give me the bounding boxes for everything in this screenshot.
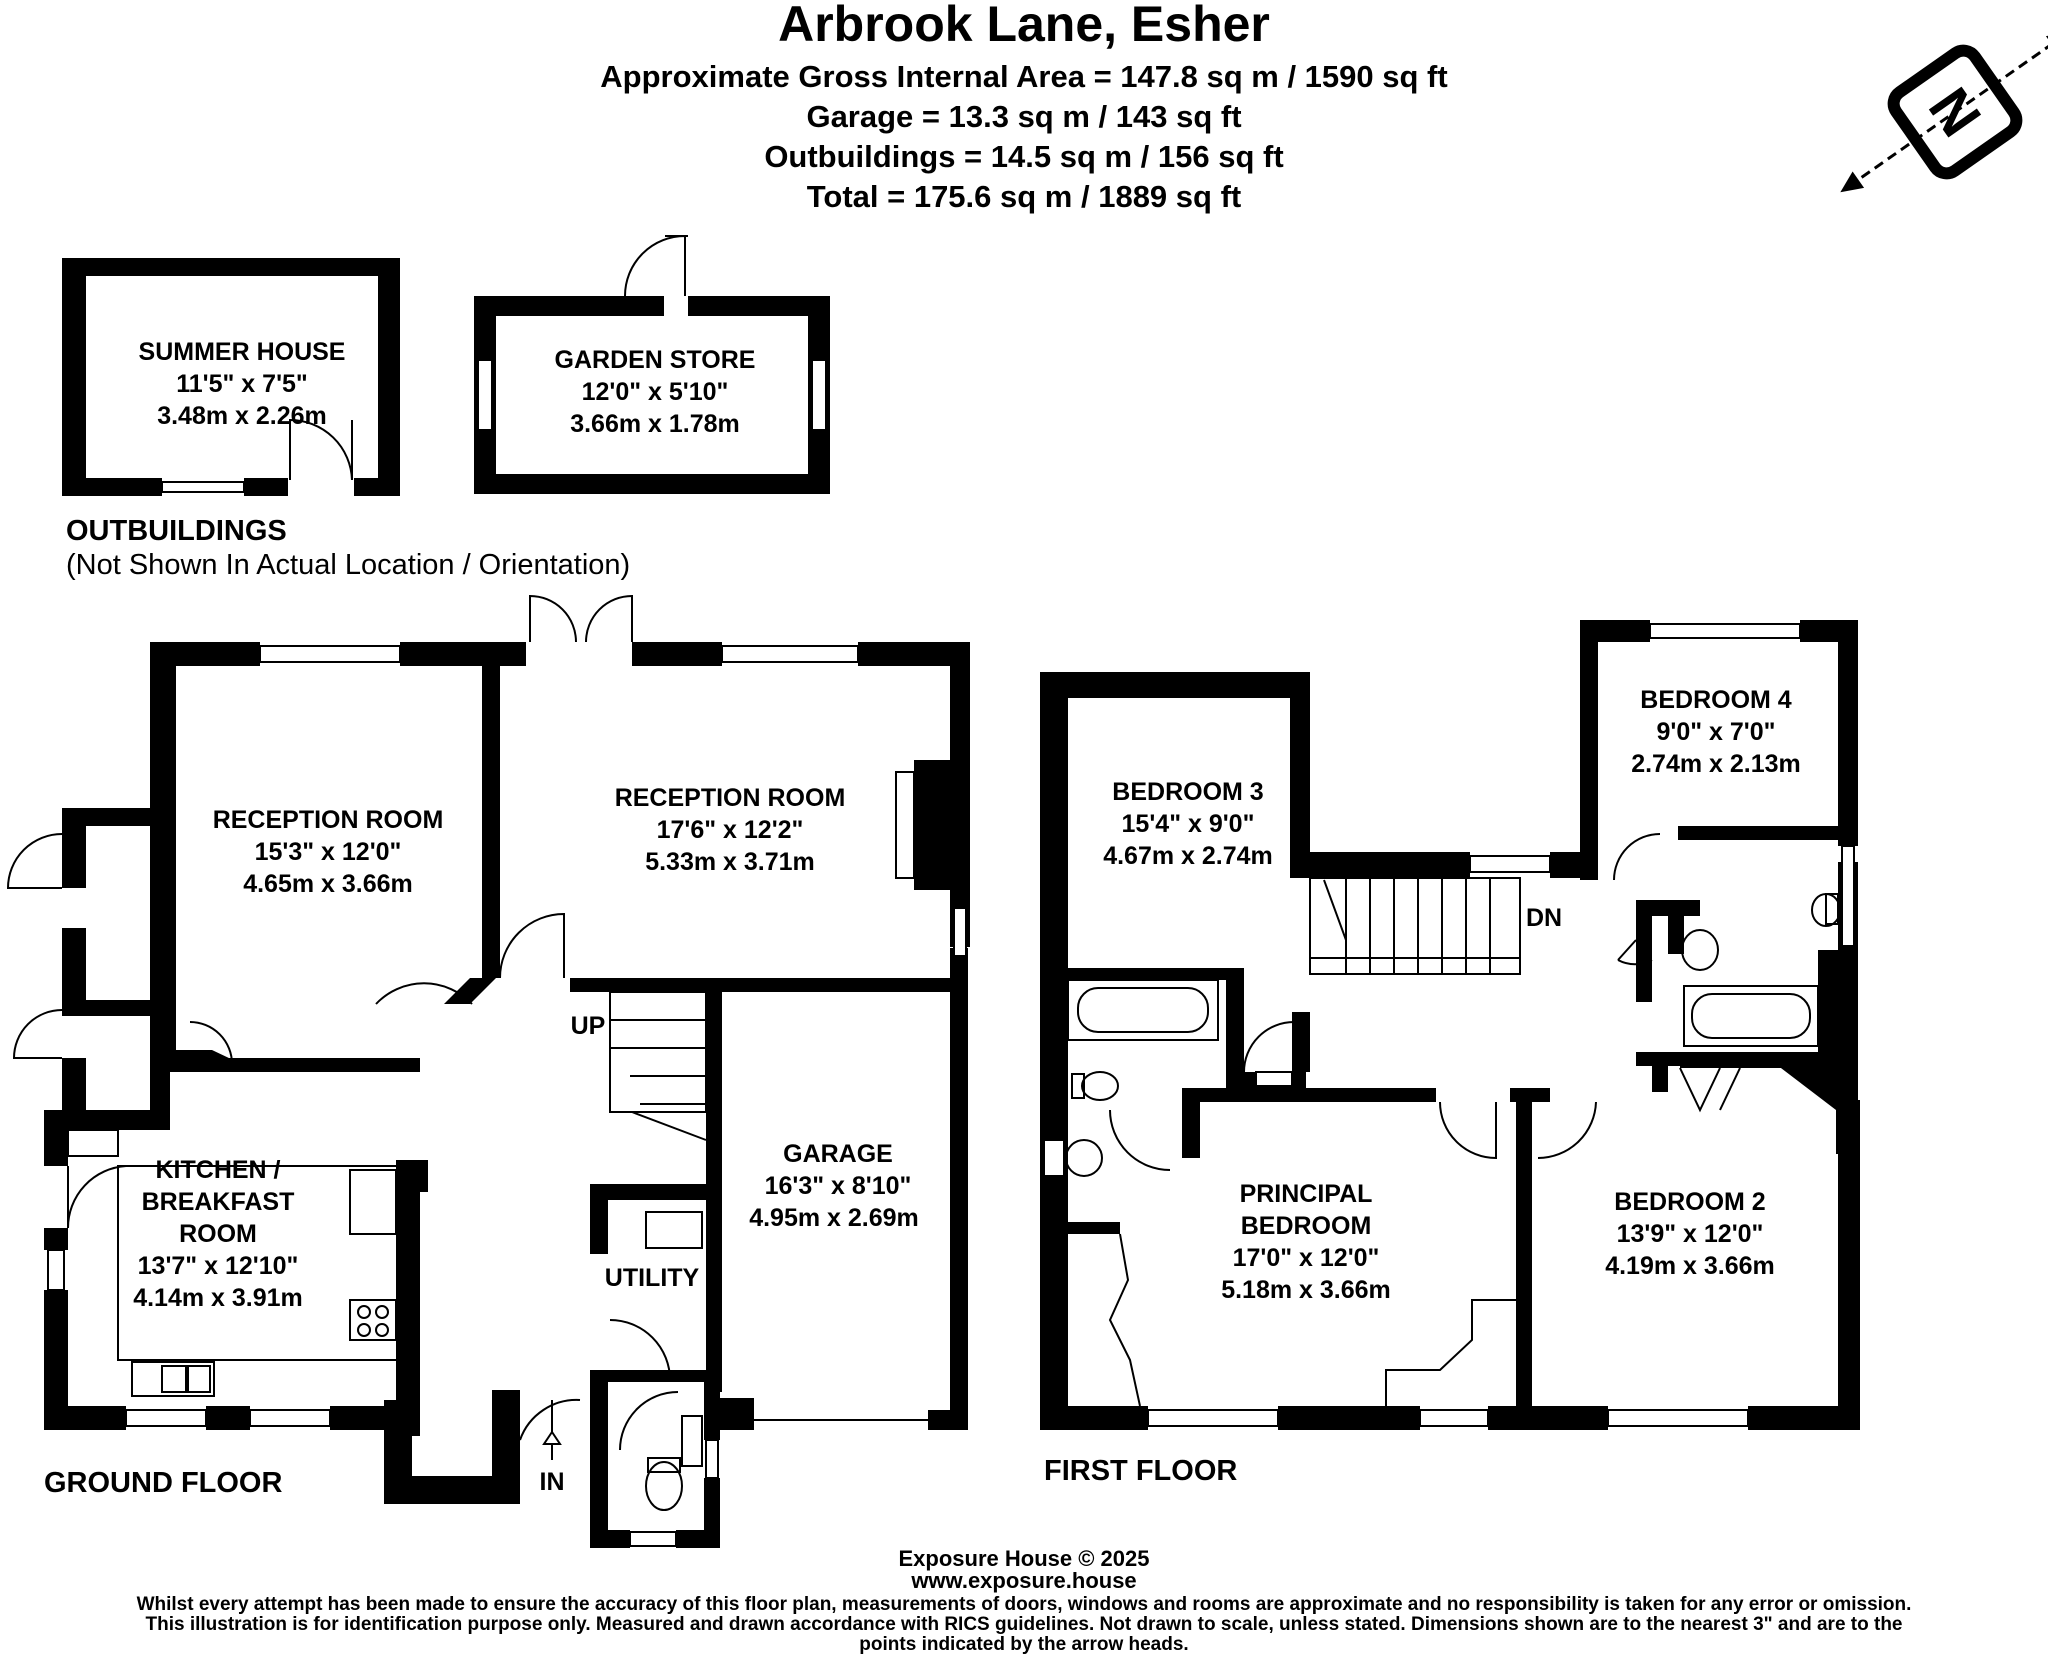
bedroom-3-name: BEDROOM 3 xyxy=(1112,778,1263,806)
website-link[interactable]: www.exposure.house xyxy=(911,1568,1137,1593)
principal-bedroom-name-line1: PRINCIPAL xyxy=(1240,1180,1373,1208)
reception-1-metric: 4.65m x 3.66m xyxy=(243,870,413,898)
kitchen-name-line3: ROOM xyxy=(179,1220,257,1248)
first-floor-windows xyxy=(1043,623,1855,1427)
principal-bedroom-metric: 5.18m x 3.66m xyxy=(1221,1276,1391,1304)
bedroom-4-metric: 2.74m x 2.13m xyxy=(1631,750,1801,778)
ground-floor-fixtures xyxy=(117,760,952,1511)
entrance-label: IN xyxy=(540,1468,565,1496)
garden-store-outline xyxy=(474,234,830,494)
summer-house-name: SUMMER HOUSE xyxy=(139,338,346,366)
outbuildings-note: (Not Shown In Actual Location / Orientat… xyxy=(66,549,630,581)
bedroom-4-name: BEDROOM 4 xyxy=(1640,686,1792,714)
copyright-text: Exposure House © 2025 xyxy=(898,1546,1150,1571)
first-floor-doors xyxy=(1109,833,1661,1171)
bedroom-2-imperial: 13'9" x 12'0" xyxy=(1617,1220,1764,1248)
first-floor-fixtures xyxy=(1065,877,1841,1407)
bedroom-3-metric: 4.67m x 2.74m xyxy=(1103,842,1273,870)
reception-1-name: RECEPTION ROOM xyxy=(213,806,444,834)
principal-bedroom-imperial: 17'0" x 12'0" xyxy=(1233,1244,1380,1272)
stairs-down-label: DN xyxy=(1526,904,1562,932)
first-floor-walls xyxy=(1040,620,1860,1430)
garden-store-name: GARDEN STORE xyxy=(555,346,756,374)
total-area-text: Total = 175.6 sq m / 1889 sq ft xyxy=(806,179,1242,214)
bedroom-2-metric: 4.19m x 3.66m xyxy=(1605,1252,1775,1280)
plan-title: Arbrook Lane, Esher xyxy=(778,0,1270,52)
garden-store-imperial: 12'0" x 5'10" xyxy=(582,378,729,406)
kitchen-metric: 4.14m x 3.91m xyxy=(133,1284,303,1312)
reception-2-name: RECEPTION ROOM xyxy=(615,784,846,812)
garage-name: GARAGE xyxy=(783,1140,893,1168)
outbuildings-label: OUTBUILDINGS xyxy=(66,515,287,547)
summer-house-metric: 3.48m x 2.26m xyxy=(157,402,327,430)
garden-store-metric: 3.66m x 1.78m xyxy=(570,410,740,438)
garage-imperial: 16'3" x 8'10" xyxy=(765,1172,912,1200)
bedroom-4-imperial: 9'0" x 7'0" xyxy=(1656,718,1775,746)
utility-name: UTILITY xyxy=(605,1264,700,1292)
ground-floor-doors xyxy=(6,594,679,1460)
reception-2-imperial: 17'6" x 12'2" xyxy=(657,816,804,844)
kitchen-imperial: 13'7" x 12'10" xyxy=(138,1252,299,1280)
kitchen-name-line2: BREAKFAST xyxy=(142,1188,295,1216)
stairs-up-label: UP xyxy=(571,1012,606,1040)
north-compass-icon: N xyxy=(1840,31,2048,193)
ground-floor-walls xyxy=(44,642,970,1548)
garage-area-text: Garage = 13.3 sq m / 143 sq ft xyxy=(806,99,1242,134)
garage-metric: 4.95m x 2.69m xyxy=(749,1204,919,1232)
ground-floor-windows xyxy=(47,645,967,1547)
summer-house-imperial: 11'5" x 7'5" xyxy=(176,370,308,398)
reception-1-imperial: 15'3" x 12'0" xyxy=(255,838,402,866)
outbuildings-area-text: Outbuildings = 14.5 sq m / 156 sq ft xyxy=(764,139,1284,174)
disclaimer-text: Whilst every attempt has been made to en… xyxy=(136,1594,1912,1655)
kitchen-name-line1: KITCHEN / xyxy=(156,1156,281,1184)
reception-2-metric: 5.33m x 3.71m xyxy=(645,848,815,876)
ground-floor-label: GROUND FLOOR xyxy=(44,1467,282,1499)
compass-letter: N xyxy=(1916,76,1993,148)
bedroom-2-name: BEDROOM 2 xyxy=(1614,1188,1765,1216)
summer-house-outline xyxy=(62,258,400,496)
gross-area-text: Approximate Gross Internal Area = 147.8 … xyxy=(600,59,1448,94)
principal-bedroom-name-line2: BEDROOM xyxy=(1241,1212,1372,1240)
first-floor-label: FIRST FLOOR xyxy=(1044,1455,1237,1487)
bedroom-3-imperial: 15'4" x 9'0" xyxy=(1122,810,1255,838)
